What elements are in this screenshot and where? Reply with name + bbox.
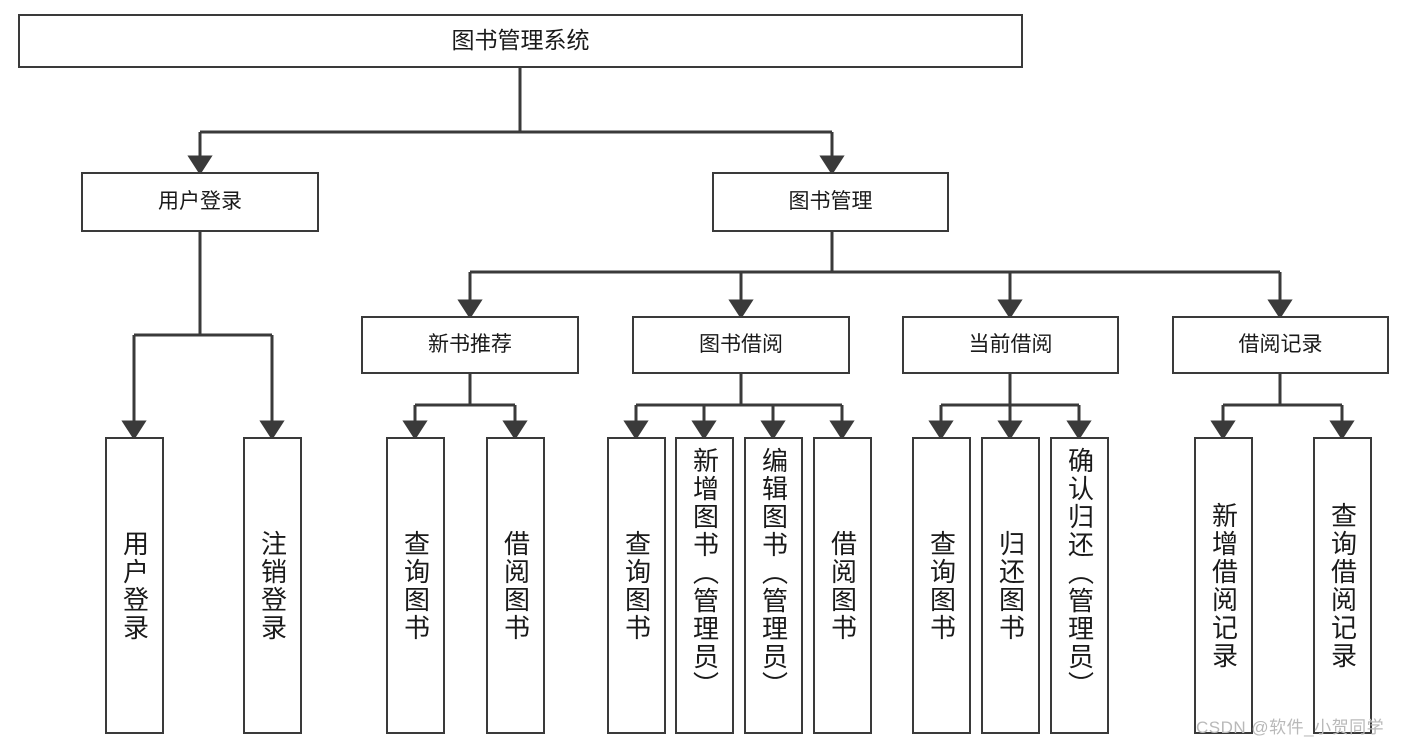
node-label: 图书借阅	[699, 332, 783, 356]
node-label: 归还图书	[995, 529, 1026, 642]
node-label: 借阅图书	[500, 529, 531, 642]
node-root-system[interactable]: 图书管理系统	[18, 14, 1023, 68]
node-label: 编辑图书（管理员）	[758, 447, 789, 699]
node-user-login[interactable]: 用户登录	[81, 172, 319, 232]
node-label: 新增图书（管理员）	[689, 447, 720, 699]
leaf-borrow-book-recommend[interactable]: 借阅图书	[486, 437, 545, 734]
node-label: 用户登录	[158, 189, 242, 213]
node-label: 新书推荐	[428, 332, 512, 356]
leaf-query-book-current[interactable]: 查询图书	[912, 437, 971, 734]
node-label: 查询借阅记录	[1327, 501, 1358, 670]
leaf-borrow-book[interactable]: 借阅图书	[813, 437, 872, 734]
leaf-logout[interactable]: 注销登录	[243, 437, 302, 734]
node-label: 用户登录	[119, 529, 150, 642]
leaf-return-book[interactable]: 归还图书	[981, 437, 1040, 734]
node-label: 注销登录	[257, 529, 288, 642]
node-label: 借阅记录	[1238, 332, 1323, 356]
node-book-borrow[interactable]: 图书借阅	[632, 316, 850, 374]
leaf-add-book-admin[interactable]: 新增图书（管理员）	[675, 437, 734, 734]
node-label: 确认归还（管理员）	[1064, 447, 1095, 699]
leaf-query-borrow-record[interactable]: 查询借阅记录	[1313, 437, 1372, 734]
node-current-borrow[interactable]: 当前借阅	[902, 316, 1119, 374]
leaf-user-login[interactable]: 用户登录	[105, 437, 164, 734]
node-label: 图书管理系统	[451, 27, 590, 54]
csdn-watermark: CSDN @软件_小贺同学	[1196, 718, 1385, 737]
leaf-add-borrow-record[interactable]: 新增借阅记录	[1194, 437, 1253, 734]
node-label: 查询图书	[621, 529, 652, 642]
node-label: 新增借阅记录	[1208, 501, 1239, 670]
node-label: 查询图书	[926, 529, 957, 642]
node-label: 当前借阅	[968, 332, 1053, 356]
leaf-edit-book-admin[interactable]: 编辑图书（管理员）	[744, 437, 803, 734]
leaf-confirm-return-admin[interactable]: 确认归还（管理员）	[1050, 437, 1109, 734]
node-label: 借阅图书	[827, 529, 858, 642]
node-book-management[interactable]: 图书管理	[712, 172, 949, 232]
node-label: 查询图书	[400, 529, 431, 642]
node-new-book-recommend[interactable]: 新书推荐	[361, 316, 579, 374]
leaf-query-book-recommend[interactable]: 查询图书	[386, 437, 445, 734]
node-label: 图书管理	[788, 189, 873, 213]
node-borrow-record[interactable]: 借阅记录	[1172, 316, 1389, 374]
leaf-query-book-borrow[interactable]: 查询图书	[607, 437, 666, 734]
